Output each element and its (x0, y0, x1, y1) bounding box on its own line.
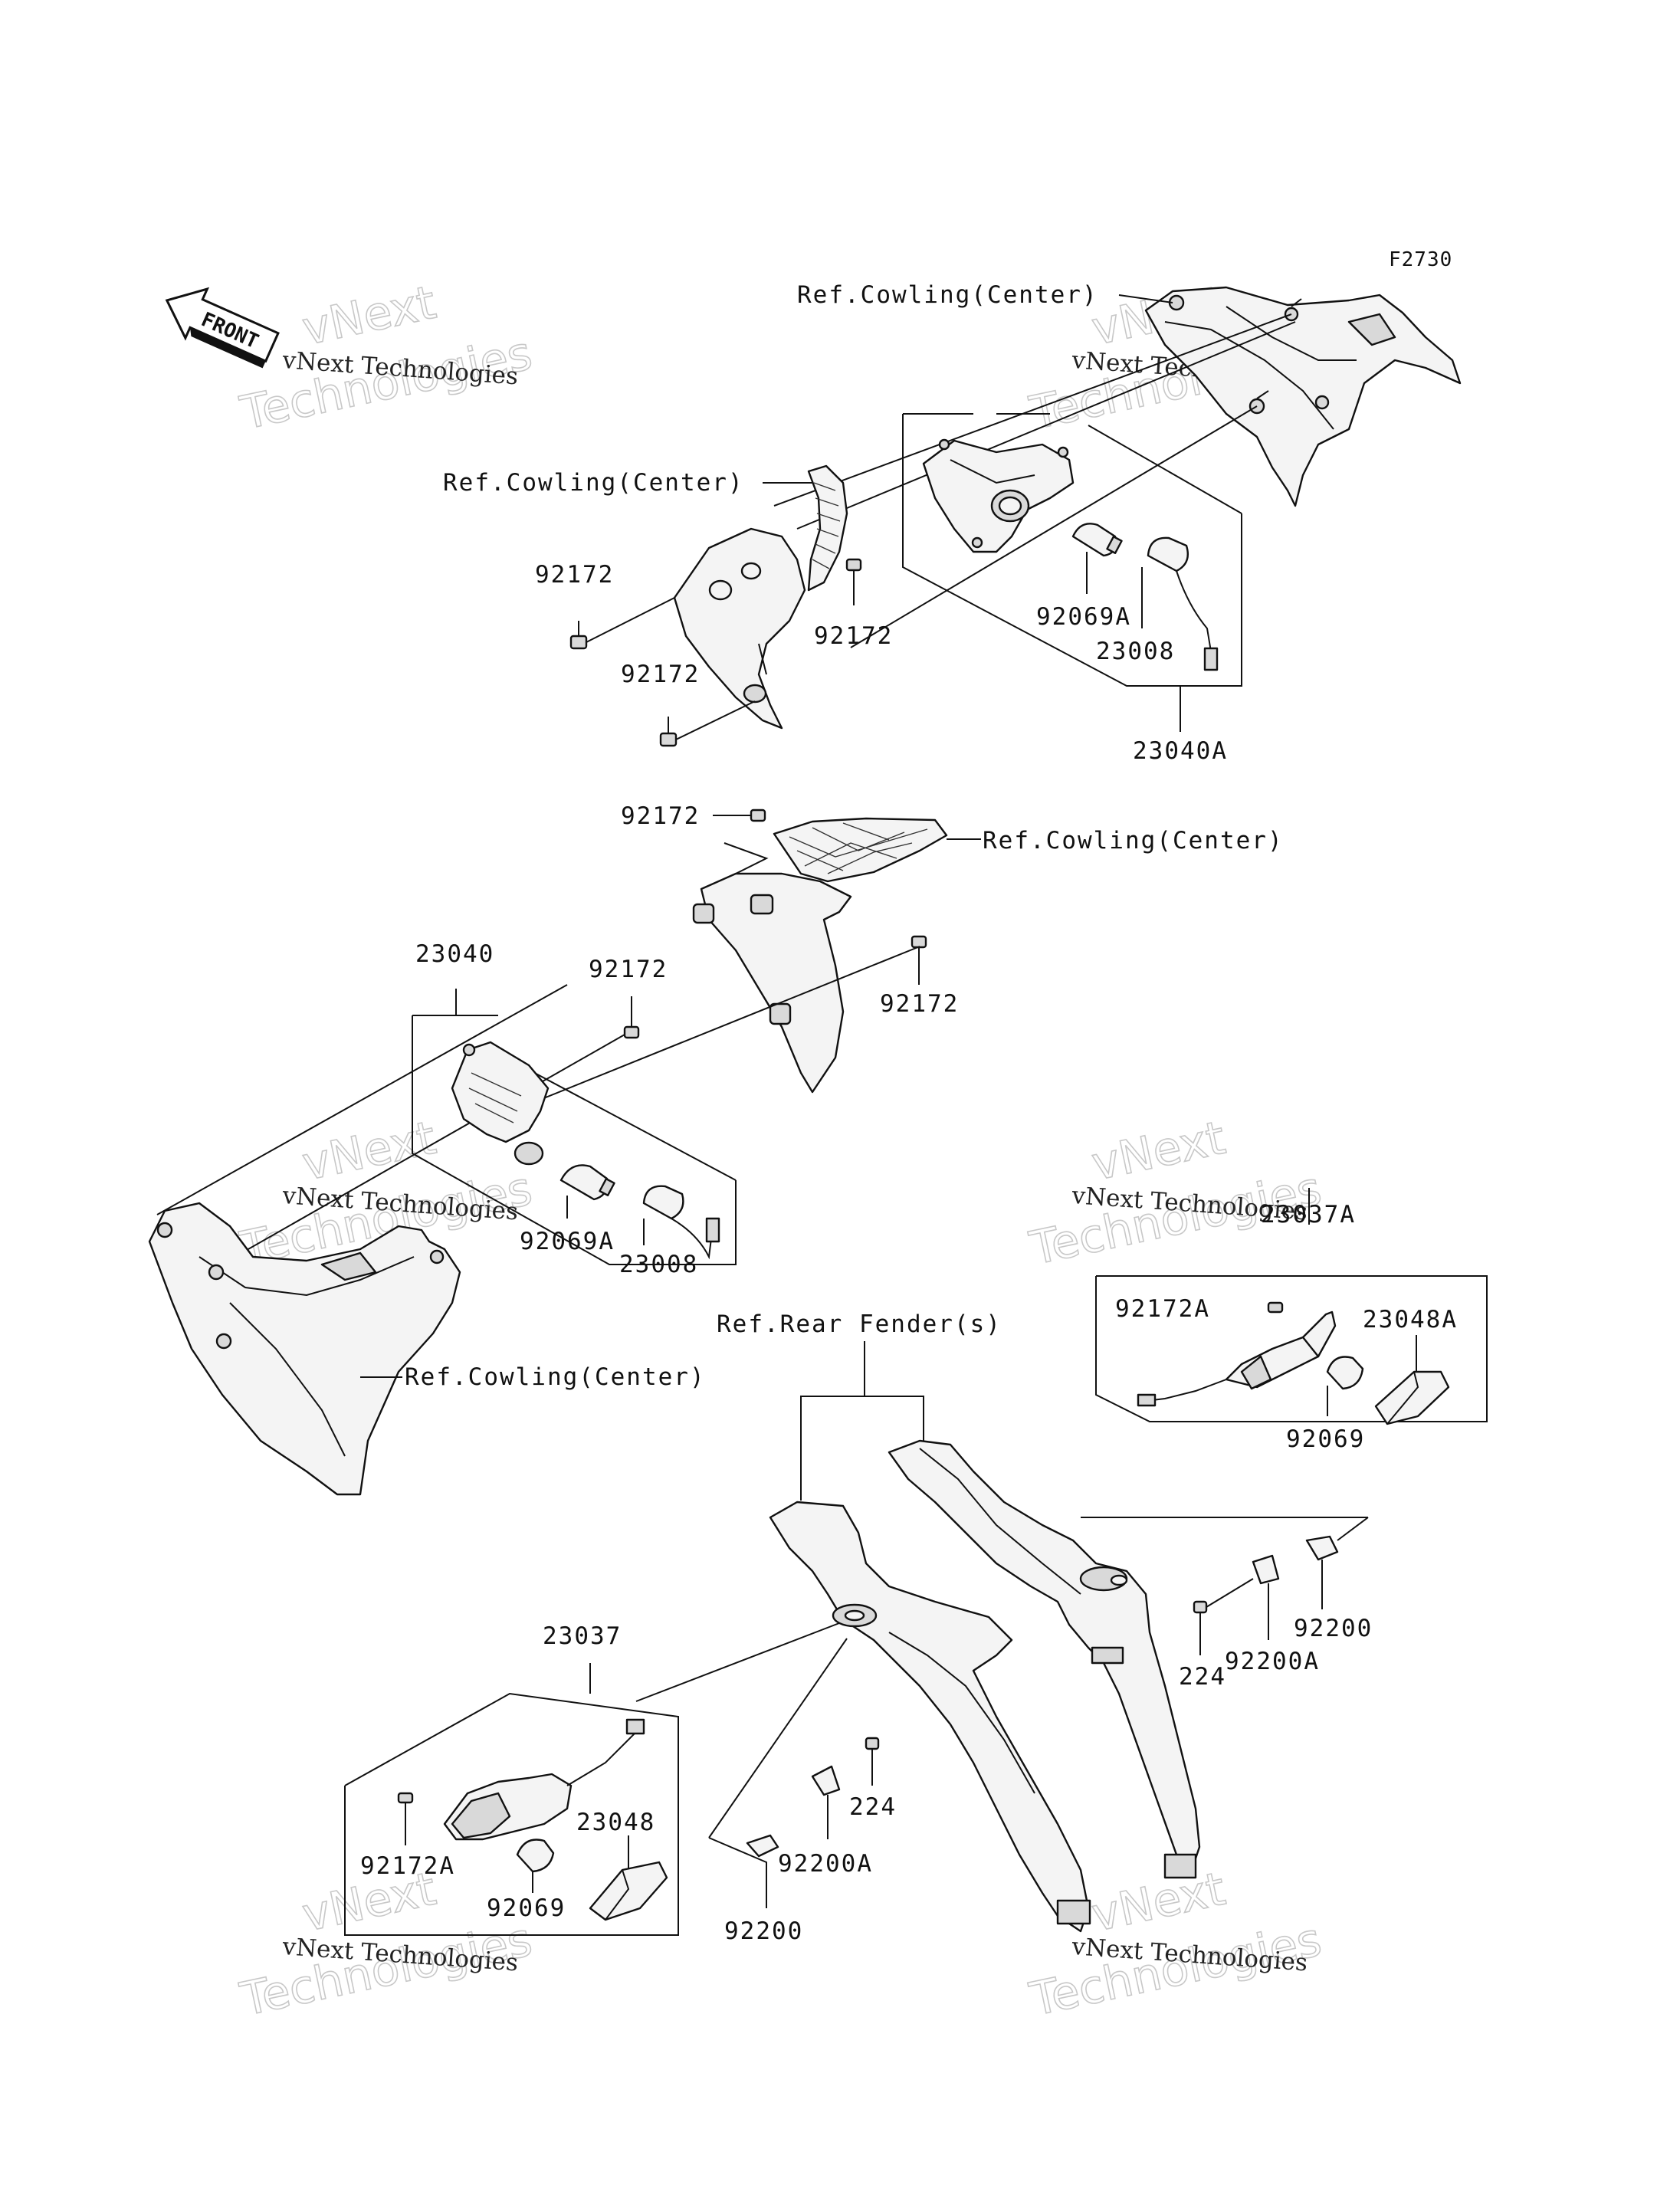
figure-id: F2730 (1389, 248, 1452, 271)
callout-23008-2: 23008 (619, 1251, 698, 1278)
callout-ref-rear-fender: Ref.Rear Fender(s) (717, 1310, 1002, 1338)
screw-92172A-right (1267, 1301, 1284, 1314)
callout-92172-2: 92172 (621, 661, 700, 688)
socket-23008-mid (642, 1185, 720, 1260)
callout-92172A-1: 92172A (1115, 1295, 1210, 1323)
callout-92172-1: 92172 (535, 561, 614, 589)
screw-224-right (1193, 1600, 1208, 1614)
watermark-bottom-left: vNext Technologies vNext Technologies (235, 1862, 537, 2028)
callout-92172-6: 92172 (589, 956, 668, 983)
bulb-92069-right (1326, 1356, 1364, 1390)
callout-224-1: 224 (1179, 1663, 1226, 1691)
callout-23037A: 23037A (1261, 1201, 1356, 1228)
cowling-center-left (148, 1202, 461, 1496)
callout-ref-cowling-center-4: Ref.Cowling(Center) (405, 1363, 706, 1391)
callout-92172A-2: 92172A (360, 1852, 455, 1880)
callout-92069A-2: 92069A (520, 1228, 615, 1255)
watermark-top-left: vNext Technologies vNext Technologies (235, 275, 537, 441)
lens-23048 (589, 1861, 668, 1921)
callout-92200-2: 92200 (724, 1917, 803, 1945)
callout-23048A: 23048A (1363, 1306, 1458, 1333)
bulb-92069A-mid (559, 1164, 615, 1201)
svg-text:vNext: vNext (1088, 1111, 1230, 1192)
front-arrow-icon: FRONT (165, 287, 280, 369)
grille-mid (773, 817, 948, 883)
plate-92200-right (1305, 1535, 1339, 1561)
callout-92200-1: 92200 (1294, 1615, 1373, 1642)
screw-92172A-left (397, 1792, 414, 1804)
inner-panel-mid (692, 872, 852, 1094)
plate-92200A-right (1252, 1554, 1280, 1585)
callout-ref-cowling-center-2: Ref.Cowling(Center) (443, 469, 744, 497)
screw-92172-f (623, 1025, 640, 1039)
screw-92172-e (911, 935, 927, 949)
watermark-mid-right: vNext Technologies vNext Technologies (1025, 1110, 1327, 1277)
callout-92172-5: 92172 (880, 990, 959, 1018)
screw-92172-a (569, 635, 588, 650)
rear-fender-stay-right (888, 1439, 1201, 1879)
turn-signal-housing-top (922, 438, 1075, 553)
plate-92200-left (746, 1834, 779, 1858)
callout-23008-1: 23008 (1096, 638, 1175, 665)
screw-224-left (865, 1737, 880, 1750)
callout-ref-cowling-center-1: Ref.Cowling(Center) (797, 281, 1098, 309)
turn-signal-housing-mid (451, 1041, 550, 1166)
callout-92172-4: 92172 (621, 802, 700, 830)
rear-fender-stay-left (769, 1501, 1091, 1933)
grille-strip-top (807, 464, 848, 592)
callout-92200A-2: 92200A (778, 1850, 873, 1878)
bulb-92069-left (516, 1839, 555, 1873)
bulb-92069A-top (1071, 523, 1123, 557)
callout-92069A-1: 92069A (1036, 603, 1131, 631)
callout-224-2: 224 (849, 1793, 897, 1821)
turn-signal-23037 (443, 1718, 645, 1841)
screw-92172-b (659, 732, 678, 747)
screw-92172-d (750, 809, 766, 822)
callout-23037: 23037 (543, 1622, 622, 1650)
svg-text:vNext: vNext (298, 276, 441, 356)
lens-23048A (1374, 1370, 1450, 1425)
callout-92069-2: 92069 (487, 1894, 566, 1922)
svg-text:vNext: vNext (1088, 1862, 1230, 1943)
callout-ref-cowling-center-3: Ref.Cowling(Center) (983, 827, 1284, 854)
callout-92172-3: 92172 (814, 622, 893, 650)
cowling-center-top (1144, 286, 1462, 507)
callout-92069-1: 92069 (1286, 1425, 1365, 1453)
callout-23040A: 23040A (1133, 737, 1228, 765)
callout-23048: 23048 (576, 1809, 655, 1836)
plate-92200A-left (811, 1765, 841, 1796)
socket-23008-top (1147, 536, 1219, 671)
screw-92172-c (845, 558, 862, 572)
callout-23040: 23040 (415, 940, 494, 968)
turn-signal-23037A (1137, 1310, 1337, 1407)
callout-92200A-1: 92200A (1225, 1648, 1320, 1675)
inner-panel-top (673, 527, 806, 730)
